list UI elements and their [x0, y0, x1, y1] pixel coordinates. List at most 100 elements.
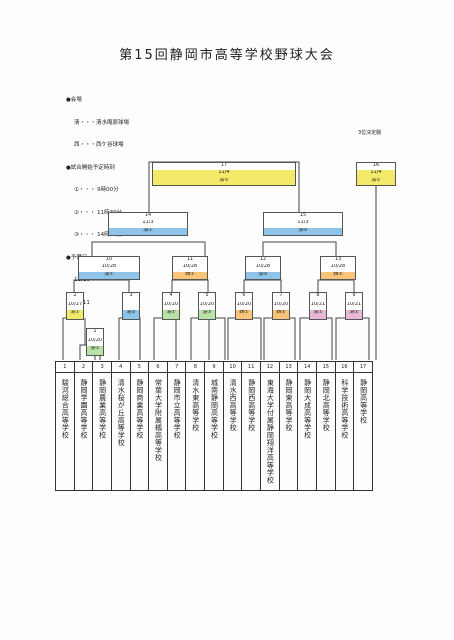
school-number: 6 — [149, 362, 167, 373]
page-title: 第15回静岡市高等学校野球大会 — [119, 48, 335, 63]
school-name: 城南静岡高等学校 — [210, 379, 219, 439]
school-name: 静岡西高等学校 — [247, 379, 256, 432]
school-number: 4 — [111, 362, 130, 373]
school-name: 静岡北高等学校 — [322, 379, 331, 432]
game-place: 清② — [153, 177, 295, 185]
school-column: 5 静岡商業高等学校 — [130, 362, 150, 490]
game-date: 10/21 — [310, 301, 326, 307]
game-no: 16 — [372, 163, 380, 168]
school-name: 静岡大成高等学校 — [303, 379, 312, 439]
game-box-8: 8 10/21 清① — [309, 292, 327, 320]
school-number: 12 — [261, 362, 279, 373]
venue-2: 西・・・西ケ谷球場 — [74, 142, 124, 148]
school-column: 2 静岡学園高等学校 — [74, 362, 94, 490]
game-date: 10/27 — [67, 301, 83, 307]
game-date: 10/20 — [87, 337, 103, 343]
game-date: 10/28 — [182, 264, 198, 270]
school-name: 清水桜が丘高等学校 — [117, 379, 126, 447]
third-place-label: 3位決定戦 — [358, 130, 382, 136]
game-date: 10/28 — [330, 264, 346, 270]
game-place: 清② — [163, 310, 179, 319]
game-place: 清① — [67, 310, 83, 319]
venue-1: 清・・・清水庵原球場 — [74, 119, 130, 126]
game-place: 清③ — [199, 310, 215, 319]
school-name: 科学技術高等学校 — [340, 379, 349, 439]
time-1: ①・・・ 9時00分 — [74, 187, 119, 193]
game-no: 10 — [105, 257, 113, 262]
school-column: 4 清水桜が丘高等学校 — [111, 362, 131, 490]
school-number: 5 — [130, 362, 149, 373]
game-place: 西② — [321, 271, 355, 279]
game-date: 10/21 — [346, 301, 362, 307]
game-date: 11/4 — [357, 170, 395, 178]
game-no: 5 — [205, 293, 209, 298]
game-place: 清① — [79, 271, 139, 279]
game-date: 11/3 — [142, 220, 154, 226]
school-number: 1 — [56, 362, 74, 373]
game-place: 西① — [236, 310, 252, 319]
game-no: 8 — [316, 293, 320, 298]
game-no: 3 — [129, 293, 133, 298]
game-box-1: 1 10/20 清① — [86, 328, 104, 356]
school-name: 静岡学園高等学校 — [79, 379, 88, 439]
game-no: 14 — [144, 213, 152, 218]
game-place: 西① — [173, 271, 207, 279]
school-name: 静岡商業高等学校 — [135, 379, 144, 439]
game-no: 4 — [169, 293, 173, 298]
school-column: 3 静岡農業高等学校 — [93, 362, 112, 490]
school-name: 清水東高等学校 — [191, 379, 200, 432]
game-no: 11 — [186, 257, 194, 262]
game-place: 清① — [87, 346, 103, 355]
game-no: 7 — [279, 293, 283, 298]
game-date: 10/20 — [163, 301, 179, 307]
school-number: 15 — [316, 362, 335, 373]
game-place: 清① — [357, 177, 395, 185]
school-number: 7 — [167, 362, 186, 373]
game-no: 1 — [93, 329, 97, 334]
game-date: 11/3 — [297, 220, 309, 226]
school-number: 14 — [298, 362, 316, 373]
game-no: 17 — [220, 163, 228, 168]
game-box-4: 4 10/20 清② — [162, 292, 180, 320]
game-place: 清② — [123, 310, 139, 319]
school-name: 駿河総合高等学校 — [61, 379, 70, 439]
school-name: 静岡農業高等学校 — [98, 379, 107, 439]
school-number: 3 — [93, 362, 111, 373]
game-date: 10/28 — [101, 264, 117, 270]
school-number: 16 — [335, 362, 354, 373]
school-number: 13 — [279, 362, 298, 373]
school-number: 2 — [74, 362, 93, 373]
game-place: 西② — [273, 310, 289, 319]
game-no: 12 — [259, 257, 267, 262]
game-place: 清① — [310, 310, 326, 319]
game-date: 10/28 — [255, 264, 271, 270]
game-place: 清② — [246, 271, 280, 279]
school-column: 13 静岡東高等学校 — [279, 362, 299, 490]
game-no: 13 — [334, 257, 342, 262]
game-place: 清② — [346, 310, 362, 319]
game-date: 10/20 — [273, 301, 289, 307]
reserve-header: ●予備日 — [66, 254, 88, 261]
game-date: 11/4 — [153, 170, 295, 178]
time-header: ●試合開始予定時刻 — [66, 164, 115, 171]
game-no: 15 — [299, 213, 307, 218]
school-name: 静岡東高等学校 — [285, 379, 293, 432]
school-number: 11 — [242, 362, 261, 373]
school-column: 1 駿河総合高等学校 — [56, 362, 75, 490]
school-column: 11 静岡西高等学校 — [242, 362, 262, 490]
